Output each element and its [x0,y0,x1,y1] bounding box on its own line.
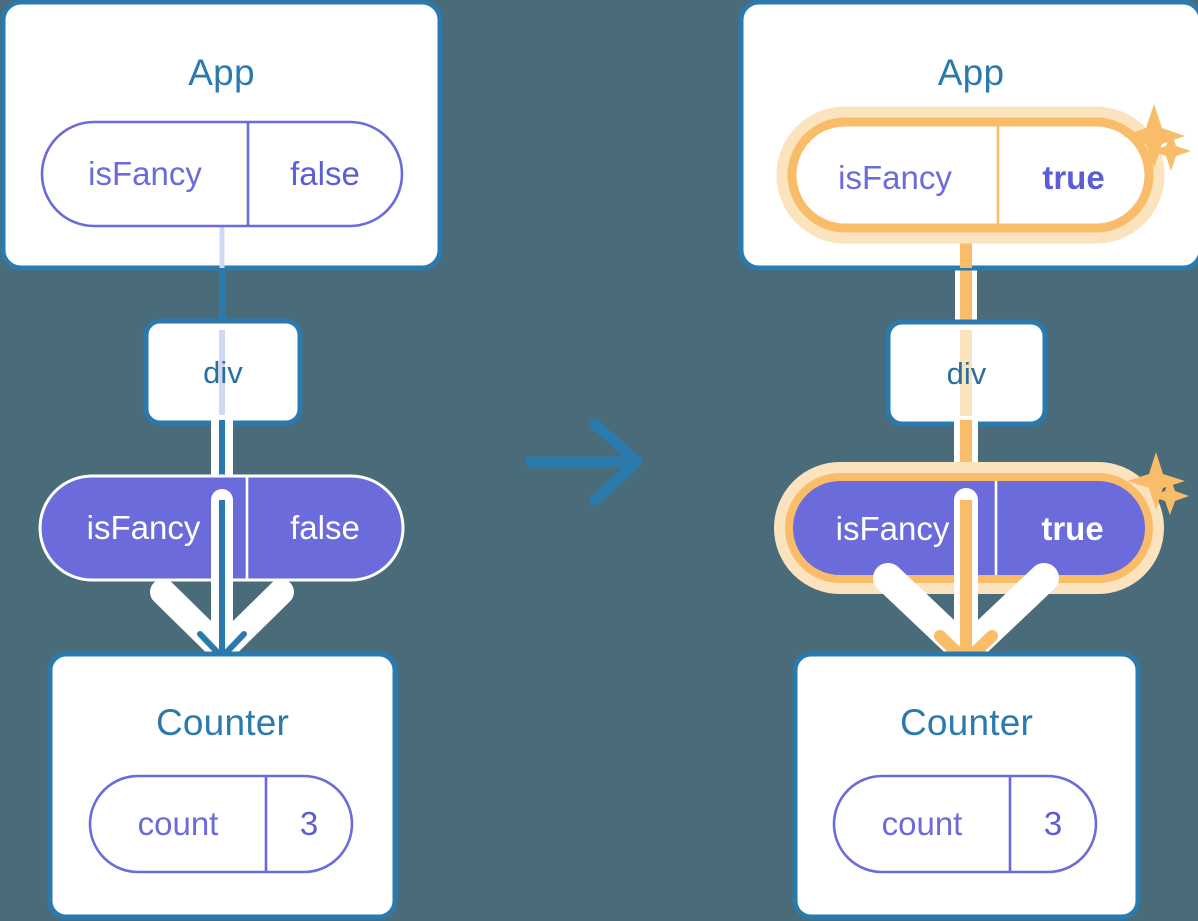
right-prop-sparkle-icon-small [1151,477,1189,515]
right-counter-state-pill [832,774,1098,874]
right-app-state-pill [776,106,1165,244]
right-prop-sparkle-icon-large [1127,452,1185,510]
left-app-state-pill [40,120,404,228]
left-counter-state-pill [88,774,354,874]
right-div-box [885,319,1048,427]
left-div-box [143,318,303,426]
right-app-sparkle-icon-large [1123,104,1185,168]
transition-arrow-right-icon [524,418,643,506]
right-app-sparkle-icon-small [1151,131,1191,171]
